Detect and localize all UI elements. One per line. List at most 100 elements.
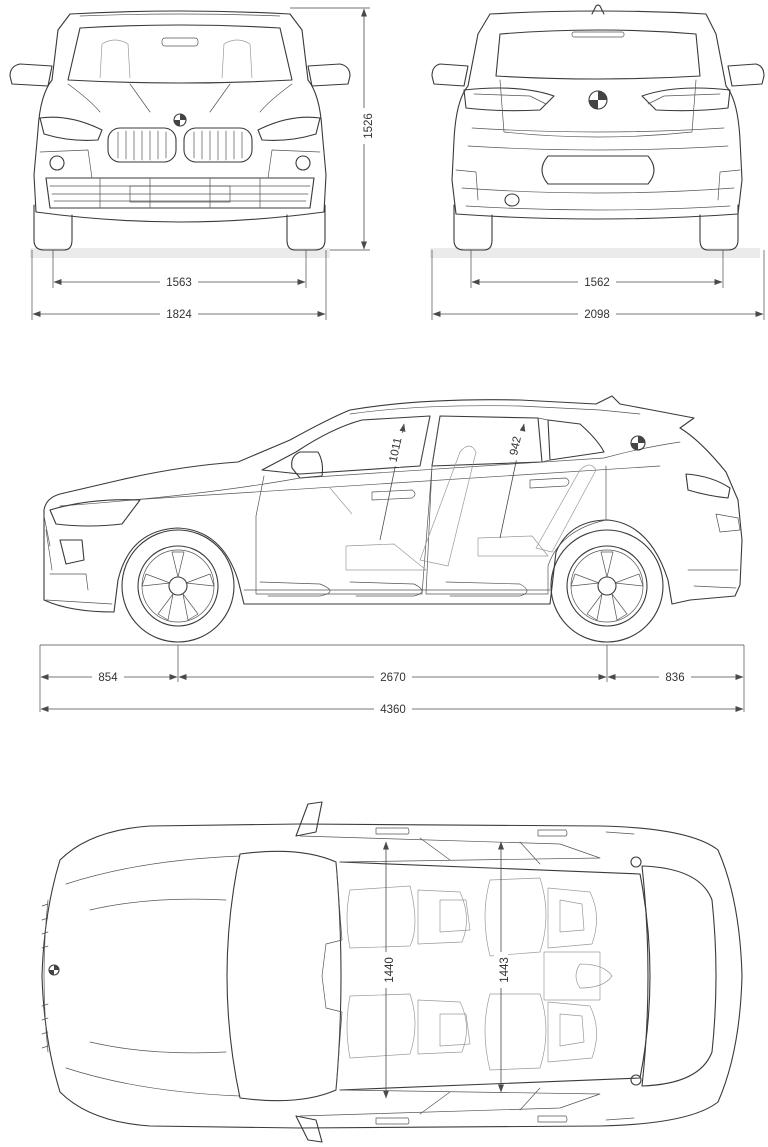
rear-shoulder-label: 1443 <box>499 957 511 983</box>
side-dimensions: 854 2670 836 4360 <box>39 644 745 716</box>
rear-rim-inner <box>570 549 644 623</box>
front-left-tyre <box>33 204 73 251</box>
top-windshield <box>226 850 342 1102</box>
rear-side-window <box>431 415 543 467</box>
rear-rim-outer <box>566 545 648 627</box>
rear-window <box>495 29 701 80</box>
height-extension-lines <box>290 7 370 251</box>
front-roof-line <box>79 13 281 17</box>
top-front-bumper-edge <box>43 899 49 1053</box>
front-seat-left-outline <box>99 39 131 79</box>
top-left-mirror <box>295 801 323 837</box>
ghost-top-headrests <box>439 899 585 1047</box>
belt-line <box>59 441 681 507</box>
rear-width-label-bg <box>578 307 616 321</box>
rear-tyre-outer <box>550 529 664 643</box>
front-view <box>9 10 351 258</box>
rear-right-mirror <box>727 63 765 87</box>
lower-intake-slats <box>49 177 311 209</box>
length-label: 4360 <box>380 704 406 716</box>
kidney-grille-bars <box>117 130 243 161</box>
door-handles <box>371 477 570 501</box>
side-rear-bumper-lines <box>687 513 741 589</box>
ghost-top-rear-left-seat <box>484 877 597 957</box>
front-seat-right-outline <box>221 39 253 79</box>
ghost-front-seat <box>345 445 477 571</box>
top-right-c-pillar-logo-icon <box>630 1074 642 1086</box>
rear-brake-light <box>571 31 625 38</box>
rear-rim-spokes <box>570 551 644 621</box>
window-pillars <box>419 415 551 467</box>
kidney-grille-left <box>107 127 177 163</box>
kidney-grille-right <box>183 127 253 163</box>
c-pillar-logo-quadrants <box>631 436 645 450</box>
shark-fin-antenna <box>591 4 605 15</box>
rear-headroom-label-bg <box>505 428 527 462</box>
front-shoulder-label-bg <box>379 952 393 988</box>
rear-track-label-bg <box>578 275 616 289</box>
rear-right-tyre <box>699 204 739 251</box>
top-pillar-lines <box>419 837 541 1115</box>
side-sill-lines <box>243 581 551 597</box>
front-tyre-outer <box>121 529 235 643</box>
front-width-label-bg <box>160 307 198 321</box>
front-body-outline <box>33 10 327 223</box>
side-taillight <box>685 473 731 499</box>
rear-width-label: 2098 <box>584 309 610 321</box>
front-rear-dimensions: 1526 1563 1824 1562 2098 <box>31 7 765 321</box>
side-extension-lines <box>39 644 745 712</box>
rear-body-creases <box>467 127 729 151</box>
rear-ground-strip <box>430 248 760 258</box>
rear-logo-quadrants <box>589 91 607 109</box>
rear-overhang-label-bg <box>659 670 691 684</box>
front-right-fog-light <box>295 155 311 171</box>
rear-shoulder-label-bg <box>494 952 508 988</box>
rear-body-outline <box>451 10 743 220</box>
front-bumper-vents <box>39 149 321 179</box>
rear-overhang-label: 836 <box>665 672 684 684</box>
rear-track-label: 1562 <box>584 277 610 289</box>
top-right-mirror <box>295 1115 323 1143</box>
front-lower-intake <box>45 177 315 209</box>
front-rim-spokes <box>141 551 215 621</box>
front-overhang-label-bg <box>92 670 124 684</box>
front-track-label-bg <box>160 275 198 289</box>
front-plate-area <box>129 185 231 203</box>
front-width-extension-lines <box>31 250 327 320</box>
front-width-label: 1824 <box>166 309 192 321</box>
exhaust-tip <box>504 193 520 207</box>
rear-track-extension-lines <box>470 250 724 288</box>
rear-hub <box>597 576 617 596</box>
top-rear-window <box>641 865 717 1087</box>
roof-rail <box>349 405 641 415</box>
ghost-top-rear-right-seat <box>484 993 597 1071</box>
character-line <box>129 465 661 501</box>
ghost-rear-seat <box>477 464 597 557</box>
side-headlight <box>49 499 141 527</box>
top-left-c-pillar-logo-icon <box>630 856 642 868</box>
side-rear-wheel <box>550 529 664 643</box>
top-hood-logo-quadrants <box>49 965 59 975</box>
front-shoulder-label: 1440 <box>384 957 396 983</box>
top-roof-outline <box>339 861 651 1091</box>
hood-top-creases <box>65 855 241 1097</box>
front-left-fog-light <box>49 155 65 171</box>
front-overhang-label: 854 <box>98 672 118 684</box>
tailgate-outline <box>499 79 697 138</box>
rear-width-extension-lines <box>431 250 765 320</box>
top-grille-ticks <box>41 903 49 1049</box>
front-hub <box>168 576 188 596</box>
front-rim-inner <box>141 549 215 623</box>
quarter-window <box>547 419 605 461</box>
height-label: 1526 <box>363 113 375 139</box>
rear-headroom-label: 942 <box>508 435 524 456</box>
rear-left-taillight <box>463 87 555 112</box>
ghost-top-center-console <box>543 951 613 1001</box>
rear-view-mirror <box>161 37 199 47</box>
front-logo-quadrants <box>174 114 186 126</box>
front-headroom-label-bg <box>384 430 408 468</box>
top-side-glass-strips <box>299 835 601 1117</box>
door-cutlines <box>255 465 607 595</box>
front-left-mirror <box>9 63 53 87</box>
rear-bumper-reflector-lines <box>455 169 741 201</box>
